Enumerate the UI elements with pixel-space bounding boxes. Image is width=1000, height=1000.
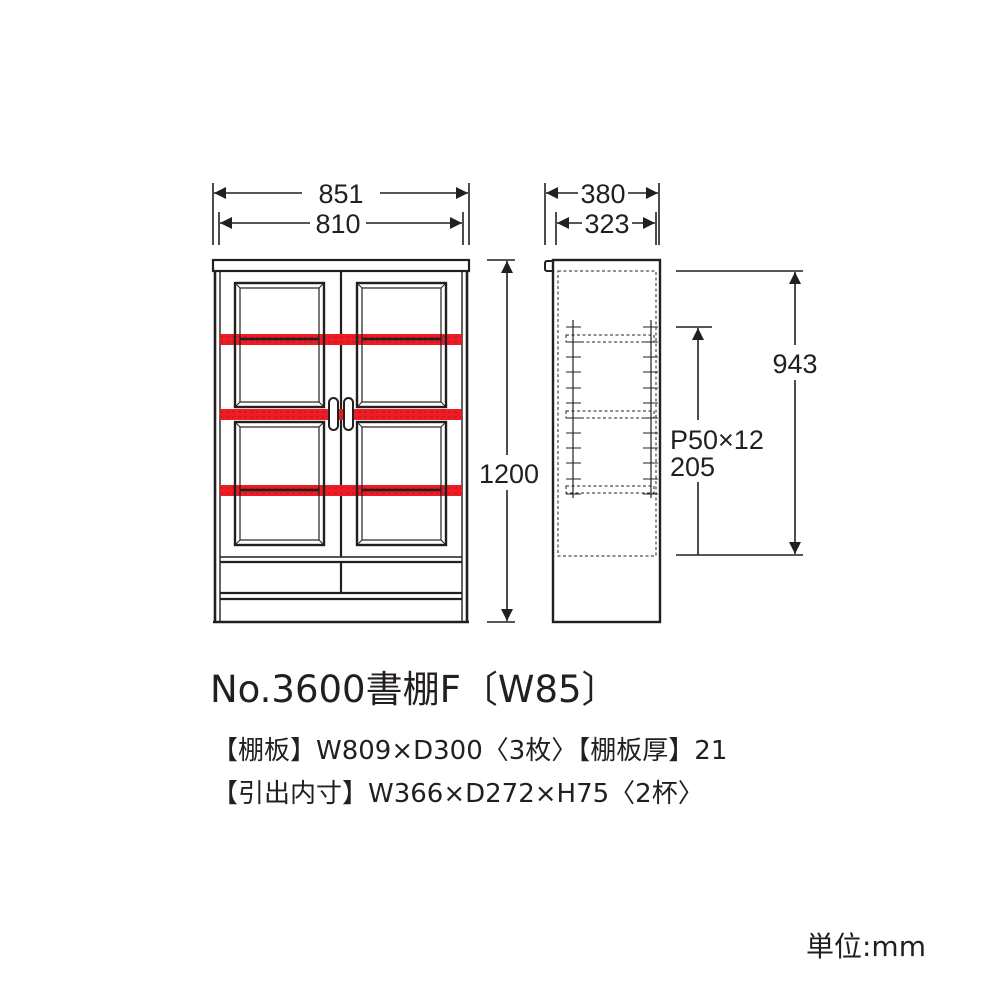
unit-label: 単位:mm xyxy=(806,930,926,963)
shelf-highlights xyxy=(220,334,462,496)
pitch-label: P50×12 xyxy=(670,425,764,455)
inner-depth-label: 323 xyxy=(584,209,629,239)
front-width-dimensions xyxy=(212,183,470,245)
front-view-cabinet xyxy=(211,258,471,624)
front-height-dimension xyxy=(487,259,515,623)
product-title: No.3600書棚F〔W85〕 xyxy=(210,668,619,711)
side-depth-dimensions xyxy=(544,183,660,245)
height-label: 1200 xyxy=(479,459,539,489)
drawer-spec: 【引出内寸】W366×D272×H75〈2杯〉 xyxy=(212,779,704,809)
side-view-cabinet xyxy=(544,258,662,624)
dimension-drawing: 851 810 xyxy=(211,179,818,624)
pitch-offset-label: 205 xyxy=(670,452,715,482)
door-handles xyxy=(328,397,354,431)
overall-depth-label: 380 xyxy=(580,179,625,209)
shelf-pin-ticks xyxy=(566,326,658,495)
inner-width-label: 810 xyxy=(315,209,360,239)
side-height-dimensions xyxy=(676,270,803,556)
shelf-spec: 【棚板】W809×D300〈3枚〉【棚板厚】21 xyxy=(212,736,728,766)
door-panels xyxy=(233,281,448,547)
adjustable-height-label: 943 xyxy=(772,349,817,379)
drawer-section xyxy=(220,556,462,601)
overall-width-label: 851 xyxy=(318,179,363,209)
